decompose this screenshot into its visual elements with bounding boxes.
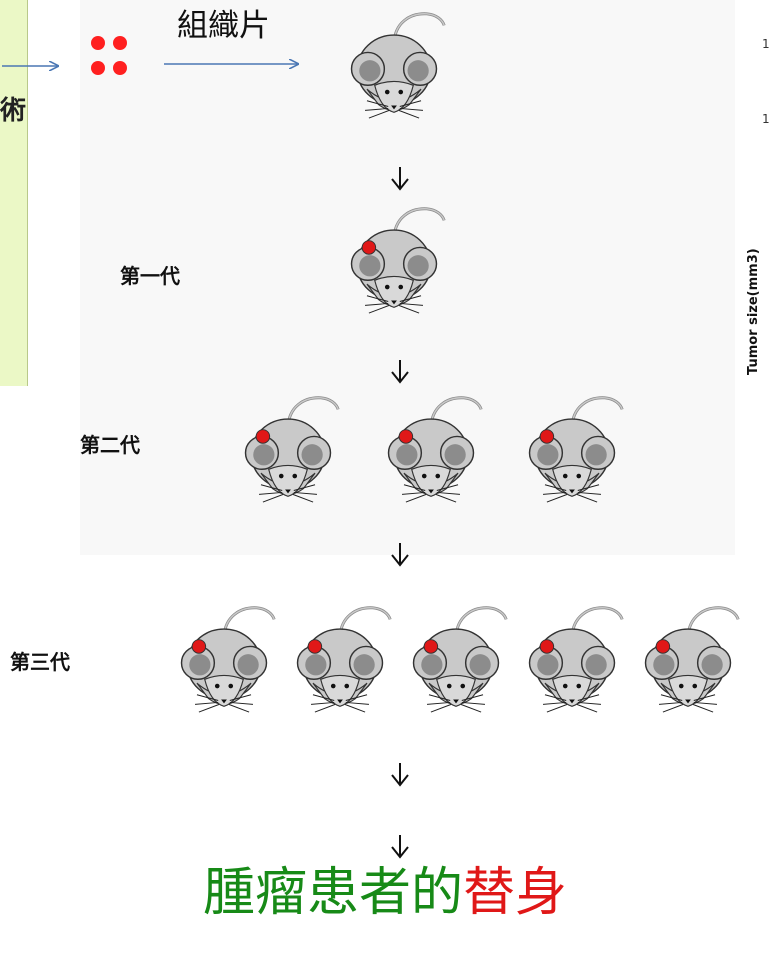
down-arrow-icon bbox=[391, 763, 409, 787]
generation-label: 第三代 bbox=[10, 650, 70, 674]
mouse-icon bbox=[528, 396, 624, 504]
y-axis-label: Tumor size(mm3) bbox=[746, 248, 761, 375]
generation-label: 第二代 bbox=[80, 433, 140, 457]
mouse-icon bbox=[296, 606, 392, 714]
tumor-dot-icon bbox=[655, 639, 671, 654]
down-arrow-icon bbox=[391, 167, 409, 191]
tumor-dot-icon bbox=[307, 639, 323, 654]
tumor-dot-icon bbox=[91, 61, 105, 75]
axis-tick-label: 1 bbox=[762, 37, 770, 51]
mouse-icon bbox=[350, 207, 446, 315]
side-panel-text: 術 bbox=[0, 96, 27, 126]
tumor-dot-icon bbox=[539, 639, 555, 654]
mouse-icon bbox=[644, 606, 740, 714]
right-arrow-icon bbox=[164, 48, 312, 78]
mouse-icon bbox=[180, 606, 276, 714]
down-arrow-icon bbox=[391, 835, 409, 859]
right-arrow-icon bbox=[2, 45, 70, 85]
tumor-dot-icon bbox=[423, 639, 439, 654]
generation-label: 第一代 bbox=[120, 264, 180, 288]
result-title-part1: 腫瘤患者的 bbox=[202, 863, 463, 923]
tumor-dot-icon bbox=[398, 429, 414, 444]
tumor-dot-icon bbox=[113, 36, 127, 50]
mouse-icon bbox=[412, 606, 508, 714]
mouse-icon bbox=[387, 396, 483, 504]
mouse-icon bbox=[528, 606, 624, 714]
tumor-dot-icon bbox=[113, 61, 127, 75]
result-title: 腫瘤患者的替身 bbox=[0, 863, 770, 923]
down-arrow-icon bbox=[391, 543, 409, 567]
mouse-icon bbox=[350, 12, 446, 120]
tumor-dot-icon bbox=[539, 429, 555, 444]
result-title-part2: 替身 bbox=[463, 863, 568, 923]
mouse-icon bbox=[244, 396, 340, 504]
tumor-dot-icon bbox=[255, 429, 271, 444]
tumor-dot-icon bbox=[191, 639, 207, 654]
down-arrow-icon bbox=[391, 360, 409, 384]
tissue-label: 組織片 bbox=[177, 8, 270, 44]
axis-tick-label: 1 bbox=[762, 112, 770, 126]
tissue-pieces bbox=[91, 36, 127, 75]
tumor-dot-icon bbox=[361, 240, 377, 255]
side-panel bbox=[0, 0, 28, 386]
tumor-dot-icon bbox=[91, 36, 105, 50]
